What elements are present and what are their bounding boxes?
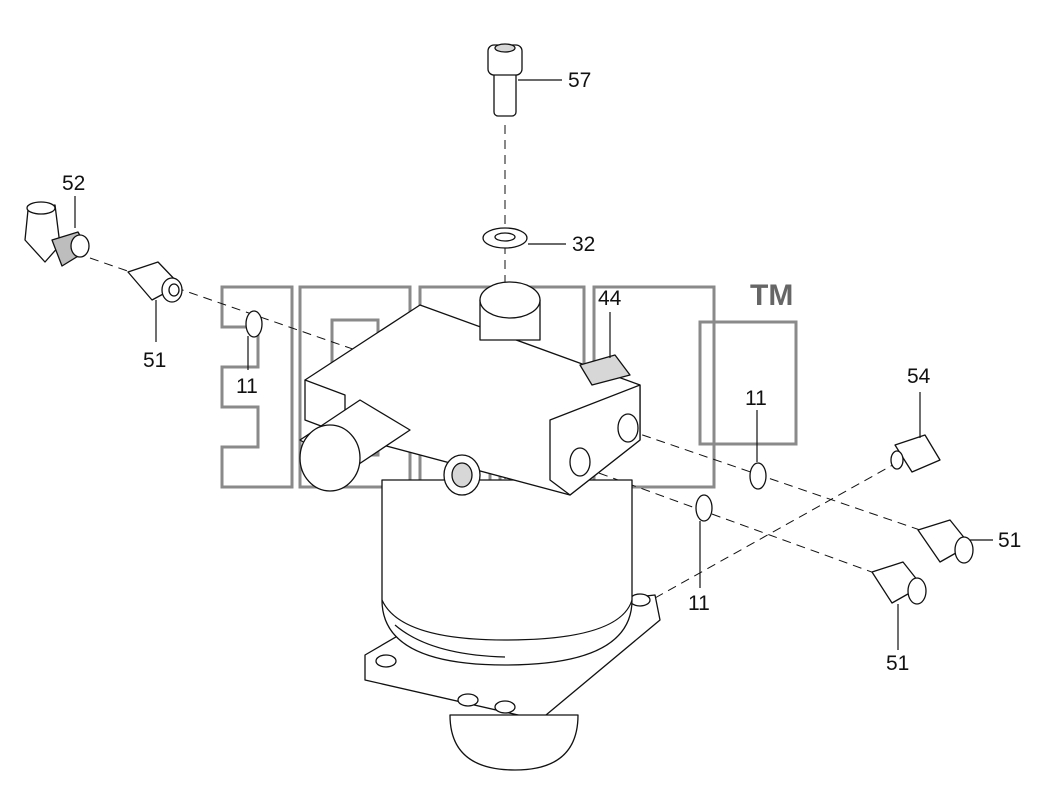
callout-44: 44 [598,287,622,310]
callout-54: 54 [907,365,931,388]
washer-32 [482,227,528,249]
fitting-54-axis-line [654,461,899,599]
callout-11-left: 11 [236,375,258,398]
callout-11-right-upper: 11 [745,387,767,410]
callout-57: 57 [568,69,591,92]
o-ring-11-right-upper [749,462,767,490]
adapter-fitting-51-left [127,261,183,303]
right-lower-axis-line [584,467,881,576]
fitting-54 [890,434,941,473]
callout-32: 32 [572,233,595,256]
o-ring-11-left [245,310,263,338]
bottom-spigot [449,714,579,771]
callout-51-right-lower: 51 [886,652,909,675]
o-ring-11-right-lower [695,494,713,522]
bowl [381,479,633,666]
watermark-trademark: TM [750,279,793,312]
elbow-fitting-52 [24,201,90,267]
callout-11-right-lower: 11 [688,592,710,615]
adapter-fitting-51-right-lower [871,561,927,605]
filter-housing [299,281,661,771]
callout-51-left: 51 [143,349,166,372]
callout-51-right-upper: 51 [998,529,1021,552]
right-upper-axis-line [627,429,921,531]
adapter-fitting-51-right-upper [917,519,974,564]
bolt-57 [487,43,523,117]
callout-52: 52 [62,172,85,195]
